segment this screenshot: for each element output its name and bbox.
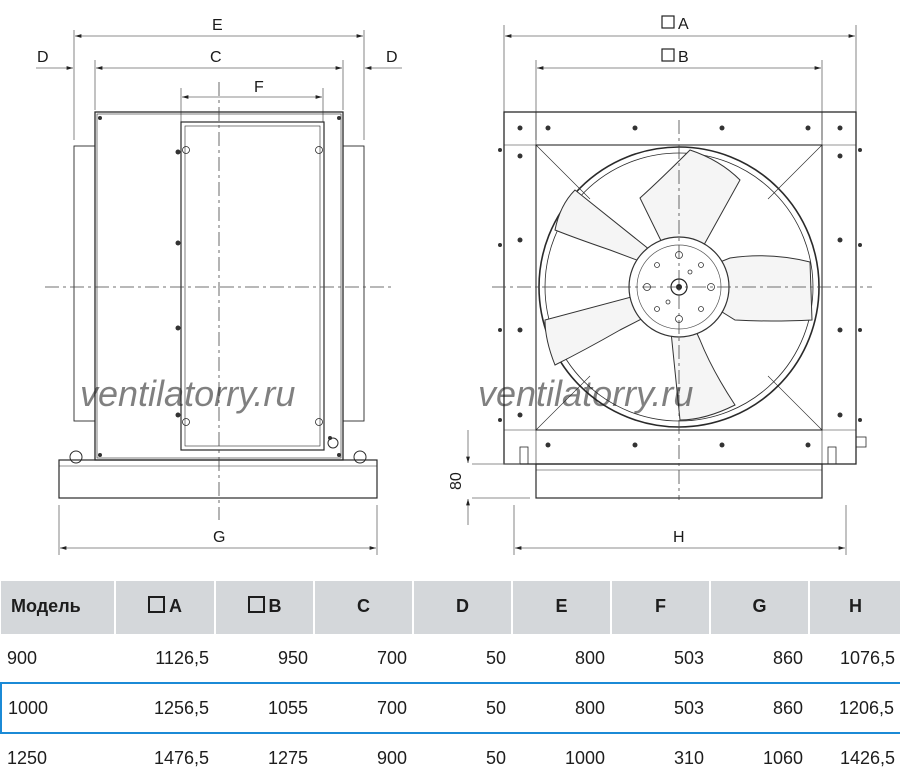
technical-drawing: E C D D F bbox=[36, 15, 872, 555]
cell-a: 1256,5 bbox=[115, 682, 215, 734]
dim-label-e: E bbox=[212, 17, 223, 34]
header-g: G bbox=[709, 581, 809, 633]
side-view: E C D D F bbox=[36, 17, 402, 555]
table-row: 900 1126,5 950 700 50 800 503 860 1076,5 bbox=[1, 632, 900, 683]
cell-f: 310 bbox=[611, 732, 710, 782]
header-f: F bbox=[610, 581, 710, 633]
dimensions-table: Модель A B C D E F G H 900 1126,5 950 70… bbox=[0, 581, 900, 782]
square-symbol-icon bbox=[661, 15, 675, 29]
table-row: 1250 1476,5 1275 900 50 1000 310 1060 14… bbox=[1, 732, 900, 782]
cell-model: 1000 bbox=[0, 682, 115, 734]
cell-d: 50 bbox=[413, 732, 512, 782]
table-header-row: Модель A B C D E F G H bbox=[1, 581, 900, 633]
cell-b: 950 bbox=[215, 632, 314, 683]
cell-model: 900 bbox=[1, 632, 115, 683]
cell-c: 900 bbox=[314, 732, 413, 782]
cell-a: 1476,5 bbox=[115, 732, 215, 782]
header-model: Модель bbox=[1, 581, 115, 633]
header-h: H bbox=[808, 581, 900, 633]
cell-model: 1250 bbox=[1, 732, 115, 782]
cell-f: 503 bbox=[611, 682, 710, 734]
watermark-left: ventilatorry.ru bbox=[80, 373, 295, 414]
cell-g: 860 bbox=[710, 682, 809, 734]
cell-h: 1076,5 bbox=[809, 632, 900, 683]
header-d: D bbox=[412, 581, 512, 633]
dim-label-h: H bbox=[673, 529, 685, 546]
dim-label-b: B bbox=[678, 49, 689, 66]
cell-b: 1055 bbox=[215, 682, 314, 734]
cell-e: 800 bbox=[512, 632, 611, 683]
cell-c: 700 bbox=[314, 682, 413, 734]
dim-label-c: C bbox=[210, 49, 222, 66]
square-symbol-icon bbox=[148, 596, 165, 613]
dim-label-f: F bbox=[254, 79, 264, 96]
watermark-right: ventilatorry.ru bbox=[478, 373, 693, 414]
dim-label-80: 80 bbox=[448, 472, 465, 490]
cell-a: 1126,5 bbox=[115, 632, 215, 683]
cell-e: 1000 bbox=[512, 732, 611, 782]
dim-label-d-left: D bbox=[37, 49, 49, 66]
cell-f: 503 bbox=[611, 632, 710, 683]
cell-h: 1426,5 bbox=[809, 732, 900, 782]
dim-label-g: G bbox=[213, 529, 225, 546]
cell-g: 1060 bbox=[710, 732, 809, 782]
header-a: A bbox=[114, 581, 215, 633]
cell-e: 800 bbox=[512, 682, 611, 734]
cell-g: 860 bbox=[710, 632, 809, 683]
header-e: E bbox=[511, 581, 611, 633]
cell-b: 1275 bbox=[215, 732, 314, 782]
header-c: C bbox=[313, 581, 413, 633]
dim-label-d-right: D bbox=[386, 49, 398, 66]
header-b: B bbox=[214, 581, 314, 633]
square-symbol-icon bbox=[661, 48, 675, 62]
dim-label-a: A bbox=[678, 16, 689, 33]
cell-c: 700 bbox=[314, 632, 413, 683]
front-view: A B bbox=[448, 15, 872, 555]
square-symbol-icon bbox=[247, 596, 265, 613]
cell-d: 50 bbox=[413, 682, 512, 734]
cell-d: 50 bbox=[413, 632, 512, 683]
cell-h: 1206,5 bbox=[809, 682, 900, 734]
table-row-selected: 1000 1256,5 1055 700 50 800 503 860 1206… bbox=[0, 682, 900, 734]
